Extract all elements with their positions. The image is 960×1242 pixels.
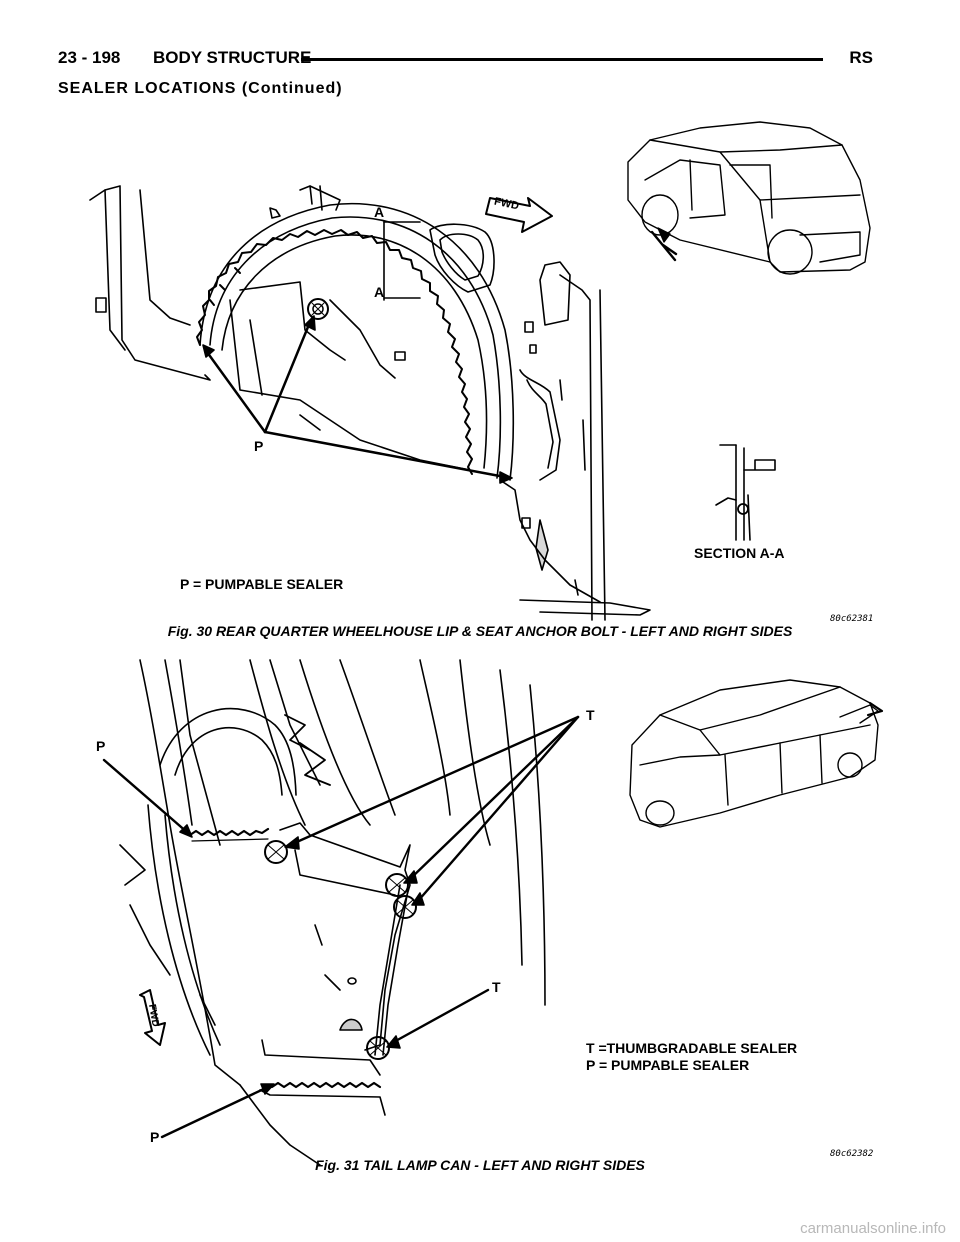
pumpable-callout-p: P (254, 438, 264, 454)
fwd-arrow-icon (485, 197, 553, 233)
pumpable-callout-p-bottom: P (150, 1129, 160, 1145)
page-subtitle: SEALER LOCATIONS (Continued) (58, 80, 343, 97)
thumbgradable-callout-t-top: T (586, 707, 595, 723)
figure-31-caption: Fig. 31 TAIL LAMP CAN - LEFT AND RIGHT S… (315, 1157, 645, 1173)
section-a-a-label: SECTION A-A (694, 545, 785, 561)
figure-30-caption: Fig. 30 REAR QUARTER WHEELHOUSE LIP & SE… (167, 623, 793, 639)
thumbgradable-callout-t-bottom: T (492, 979, 501, 995)
section-marker-a-bottom: A (374, 284, 385, 300)
figure-31-illustration (102, 659, 884, 1166)
header-rule (301, 58, 823, 61)
site-watermark: carmanualsonline.info (800, 1220, 946, 1237)
figure-30: A A FWD P SECTION A-A P = PUMPABLE SEALE… (89, 121, 874, 639)
figure-30-illustration (89, 121, 871, 621)
model-code: RS (849, 48, 873, 67)
section-a-a-detail (715, 444, 776, 541)
fwd-arrow-icon (139, 989, 166, 1046)
van-illustration-front (629, 679, 884, 828)
legend-pumpable-sealer: P = PUMPABLE SEALER (180, 576, 344, 592)
section-marker-a-top: A (374, 204, 385, 220)
page-header: 23 - 198 BODY STRUCTURE RS (58, 48, 873, 74)
legend-pumpable-sealer: P = PUMPABLE SEALER (586, 1057, 750, 1073)
figure-31-code: 80c62382 (830, 1149, 874, 1159)
figure-30-code: 80c62381 (830, 614, 874, 624)
pumpable-callout-p-top: P (96, 738, 106, 754)
page-number: 23 - 198 (58, 48, 121, 67)
legend-thumbgradable-sealer: T =THUMBGRADABLE SEALER (586, 1040, 798, 1056)
figure-31: T T P P FWD T =THUMBGRADABLE SEALER P = … (0, 645, 960, 1185)
van-illustration-rear (627, 121, 871, 275)
section-title: BODY STRUCTURE (153, 48, 312, 67)
